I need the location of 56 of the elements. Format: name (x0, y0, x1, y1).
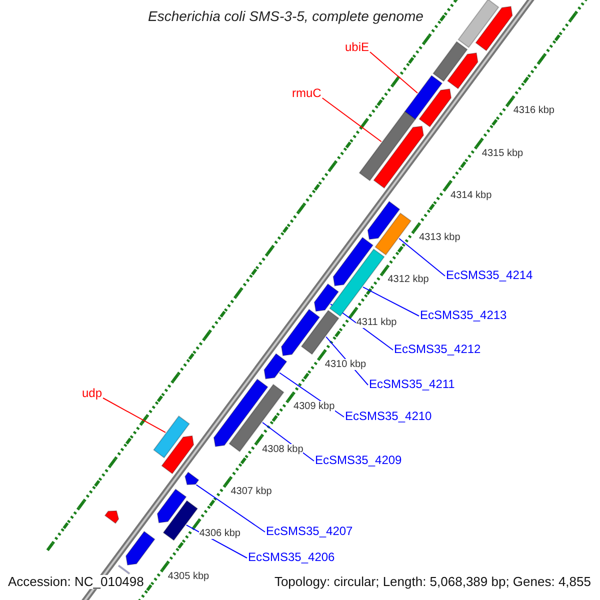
footer-text: Topology: circular; Length: 5,068,389 bp; Genes: 4,855 (274, 575, 591, 589)
leader-line (398, 238, 446, 276)
gene-feature (162, 500, 198, 541)
scale-label: 4305 kbp (168, 570, 210, 582)
scale-label: 4315 kbp (482, 148, 524, 159)
gene-feature (184, 472, 200, 486)
gene-label: ubiE (345, 40, 370, 54)
scale-label: 4306 kbp (199, 528, 240, 540)
gene-feature (228, 384, 284, 452)
leader-line (102, 398, 166, 433)
gene-feature (374, 212, 412, 256)
gene-feature (125, 530, 156, 566)
gene-feature (332, 236, 374, 286)
gene-label: EcSMS35_4214 (446, 268, 533, 282)
leader-line (196, 484, 266, 532)
scale-label: 4308 kbp (262, 444, 304, 455)
gene-feature (404, 74, 443, 120)
gene-feature (329, 248, 385, 317)
gene-feature (153, 415, 190, 458)
gene-feature (161, 435, 194, 474)
scale-label: 4310 kbp (324, 359, 366, 370)
gene-label: udp (82, 386, 102, 400)
gene-feature (432, 41, 468, 82)
leader-line (362, 286, 420, 316)
scale-label: 4316 kbp (513, 105, 554, 116)
leader-line (370, 52, 418, 94)
gene-label: EcSMS35_4211 (369, 377, 455, 391)
gene-feature (264, 353, 288, 380)
gene-feature (367, 200, 400, 240)
gene-feature (358, 110, 416, 182)
scale-label: 4312 kbp (388, 274, 429, 286)
gene-feature (300, 310, 340, 355)
gene-label: EcSMS35_4212 (394, 342, 481, 356)
gene-label: rmuC (292, 86, 322, 100)
gene-label: EcSMS35_4206 (248, 550, 335, 564)
gene-feature (475, 6, 513, 52)
gene-label: EcSMS35_4213 (420, 308, 507, 322)
gene-label: EcSMS35_4207 (266, 524, 353, 538)
gene-feature (373, 126, 424, 189)
gene-feature (418, 88, 452, 128)
gene-feature (104, 510, 120, 524)
gene-label: EcSMS35_4210 (345, 409, 432, 423)
gene-feature (156, 488, 187, 524)
gene-feature (446, 52, 478, 90)
gene-feature (280, 308, 320, 356)
footer-text: Accession: NC_010498 (8, 575, 144, 589)
gene-feature (458, 0, 500, 48)
scale-label: 4314 kbp (450, 190, 492, 201)
scale-label: 4309 kbp (294, 401, 335, 412)
scale-label: 4313 kbp (419, 232, 460, 244)
scale-label: 4311 kbp (356, 316, 397, 328)
leader-line (322, 98, 382, 142)
gene-label: EcSMS35_4209 (315, 453, 402, 467)
scale-label: 4307 kbp (230, 486, 272, 497)
map-title: Escherichia coli SMS-3-5, complete genome (148, 8, 424, 24)
gene-feature (314, 283, 340, 312)
